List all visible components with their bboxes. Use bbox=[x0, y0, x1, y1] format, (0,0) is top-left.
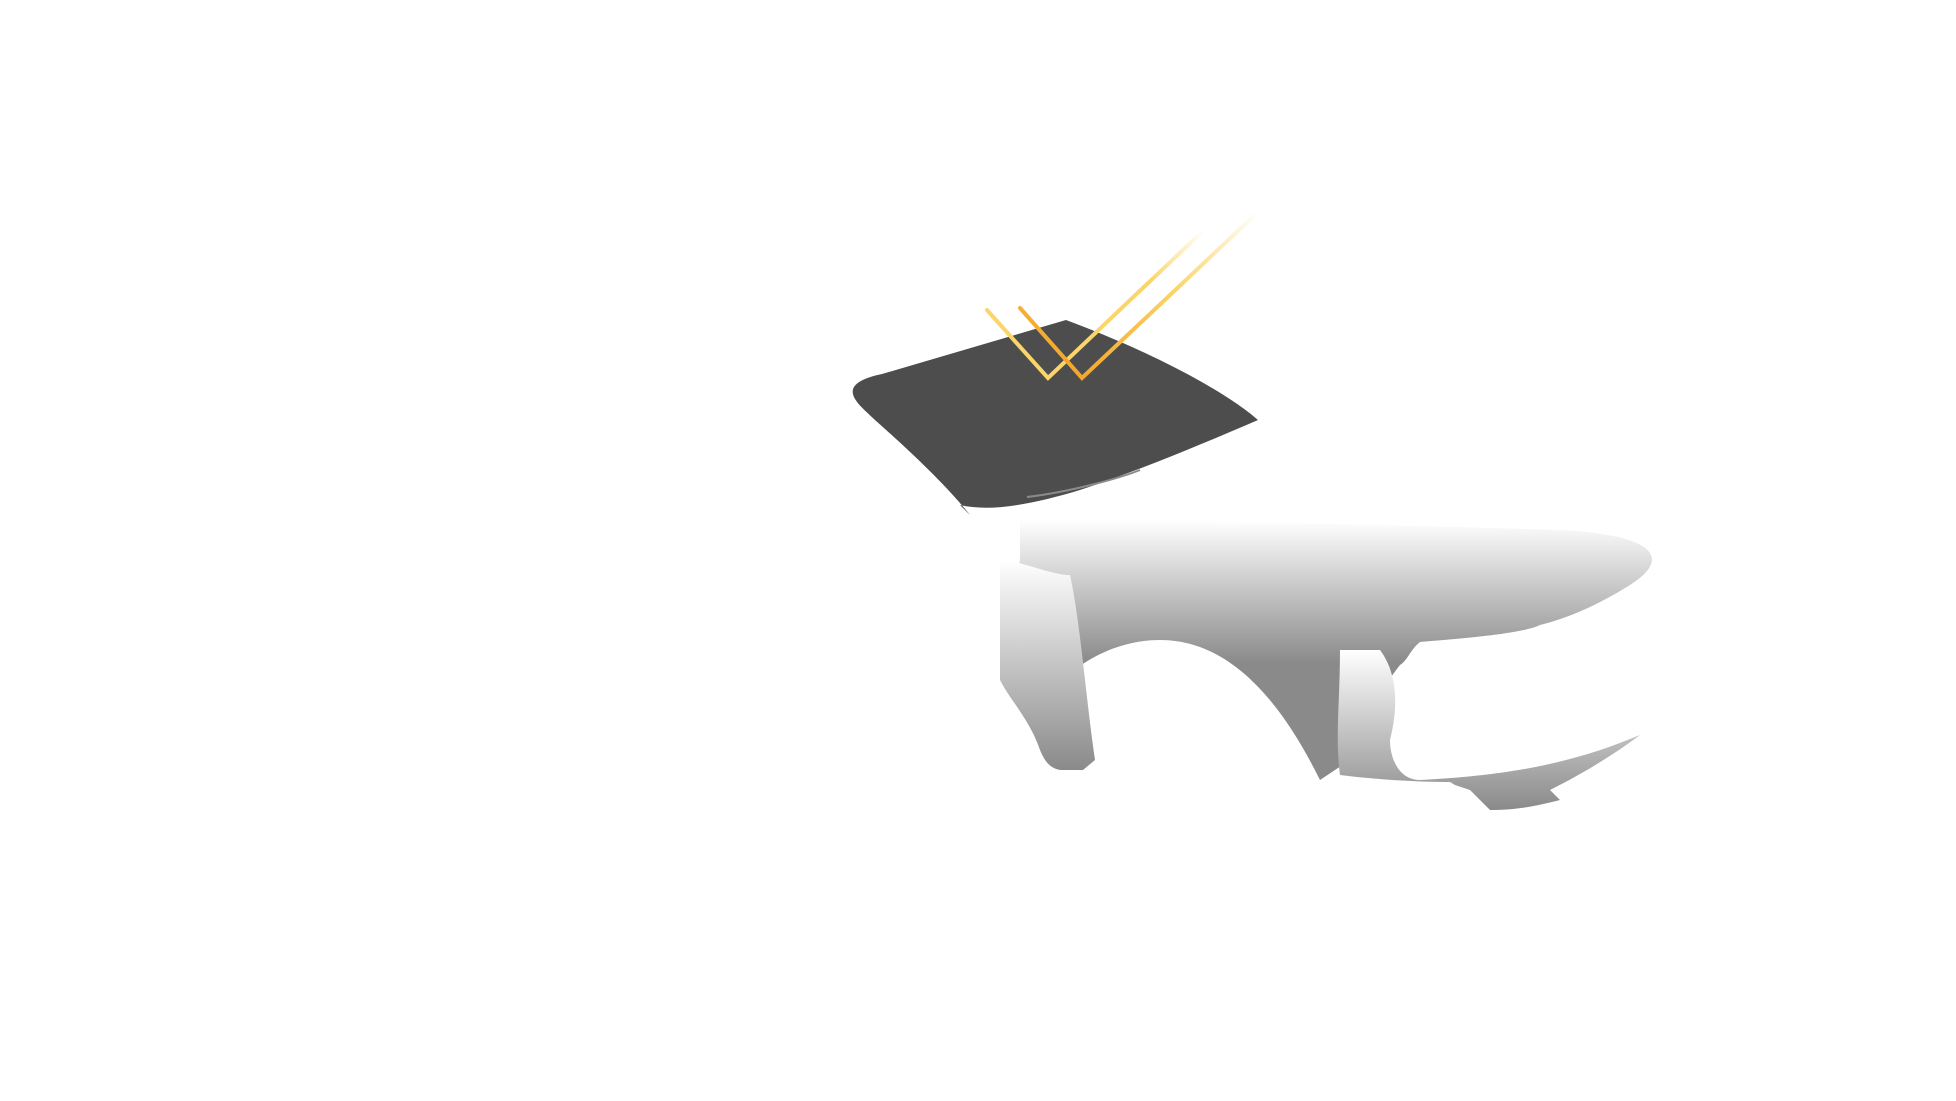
checkmark-light-icon bbox=[985, 228, 1206, 381]
car-body-shadow bbox=[1008, 520, 1652, 780]
car-rear-shadow bbox=[1337, 650, 1640, 810]
car-roof-shape bbox=[852, 320, 1258, 515]
car-roof-underline bbox=[1026, 469, 1141, 498]
car-fender-shadow bbox=[1000, 560, 1095, 770]
checkmark-dark-icon bbox=[1018, 210, 1260, 381]
